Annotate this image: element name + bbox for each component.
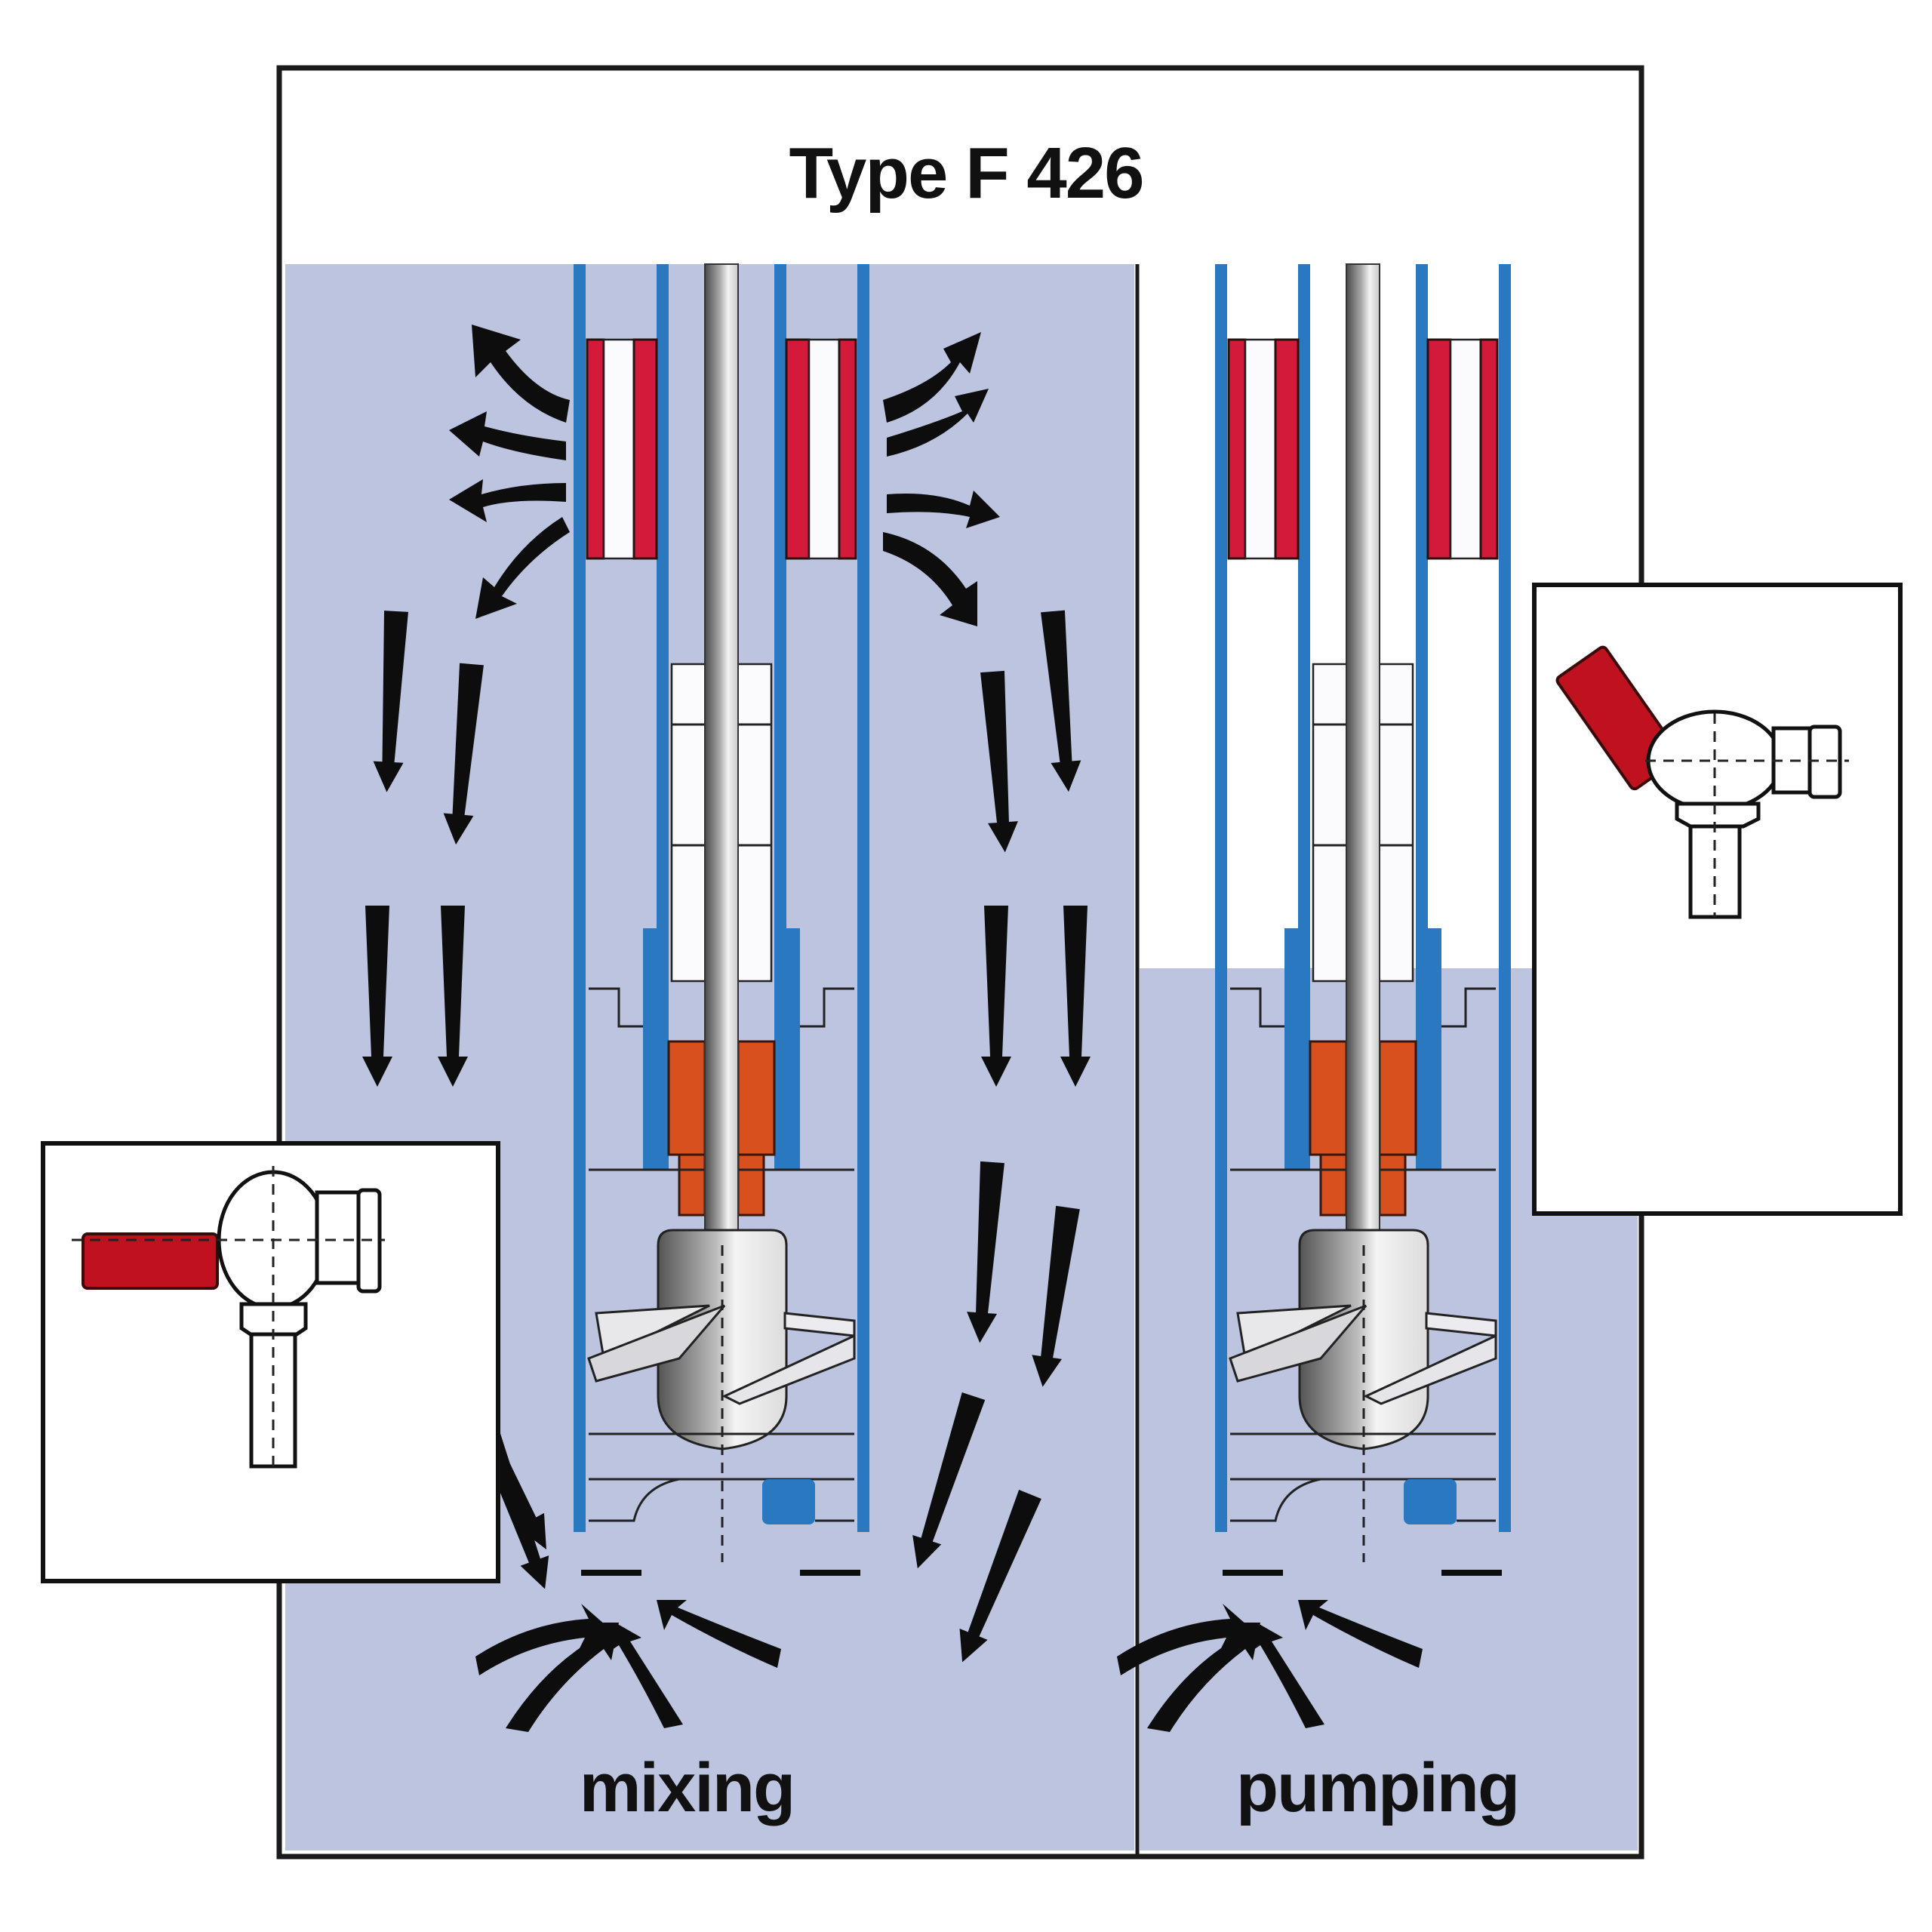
valve-inset-mixing (41, 1141, 500, 1583)
mixing-label: mixing (580, 1749, 794, 1826)
mixing-outflow-arrows-left (362, 325, 570, 1595)
valve-handle-horizontal (82, 1232, 219, 1290)
valve-inset-pumping (1532, 583, 1903, 1216)
pumping-label: pumping (1236, 1749, 1518, 1826)
diagram-title: Type F 426 (789, 133, 1143, 214)
mixing-outflow-arrows-right (883, 332, 1091, 1669)
